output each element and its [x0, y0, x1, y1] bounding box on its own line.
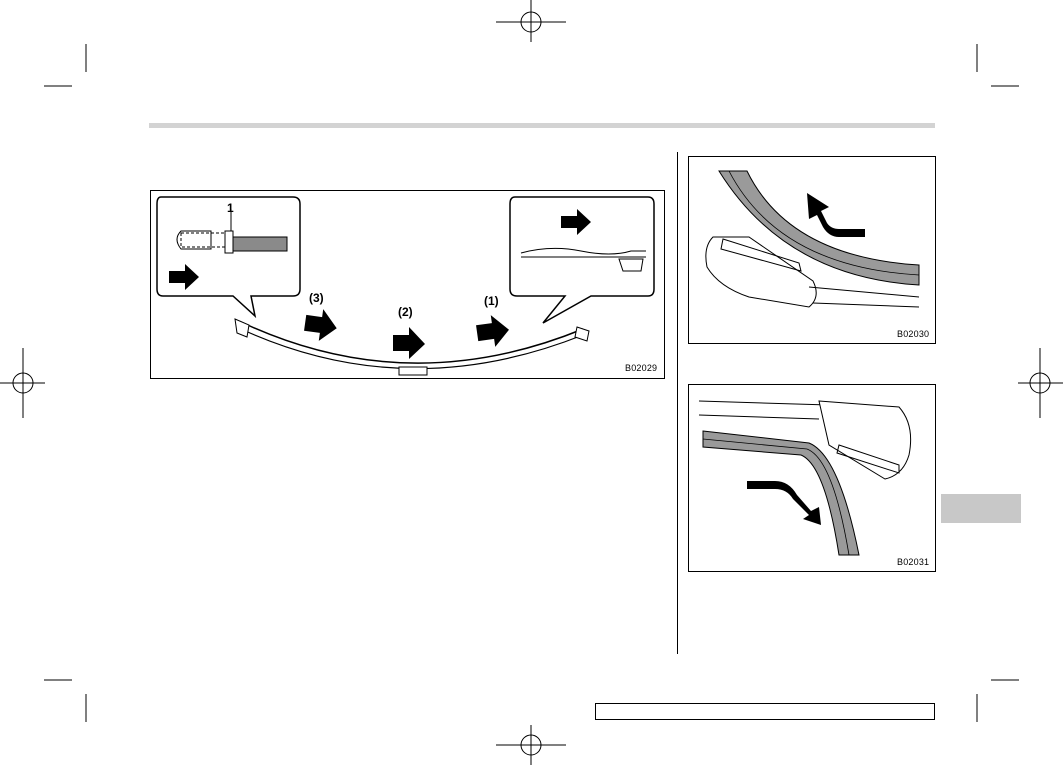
figure-code: B02031 — [897, 557, 930, 567]
remove-rubber-illustration — [705, 170, 920, 308]
figure-wiper-blade: 1 (3) (2) (1) B02029 — [150, 190, 665, 379]
arrow-curved-left-icon — [747, 481, 821, 525]
insert-rubber-illustration — [698, 400, 912, 556]
wiper-blade-illustration — [156, 196, 655, 376]
section-tab — [941, 494, 1021, 523]
figure-code: B02030 — [897, 329, 930, 339]
callout-step-2: (2) — [398, 305, 413, 319]
figure-code: B02029 — [625, 363, 658, 373]
callout-step-1: (1) — [484, 294, 499, 308]
callout-number-1: 1 — [227, 201, 234, 215]
column-divider — [677, 152, 678, 654]
footer-box — [595, 703, 935, 720]
header-rule — [149, 123, 935, 128]
arrow-right-icon — [169, 264, 199, 290]
callout-step-3: (3) — [309, 291, 324, 305]
arrow-curved-up-icon — [807, 193, 865, 237]
figure-insert-rubber: B02031 — [688, 384, 936, 572]
figure-remove-rubber: B02030 — [688, 156, 936, 344]
